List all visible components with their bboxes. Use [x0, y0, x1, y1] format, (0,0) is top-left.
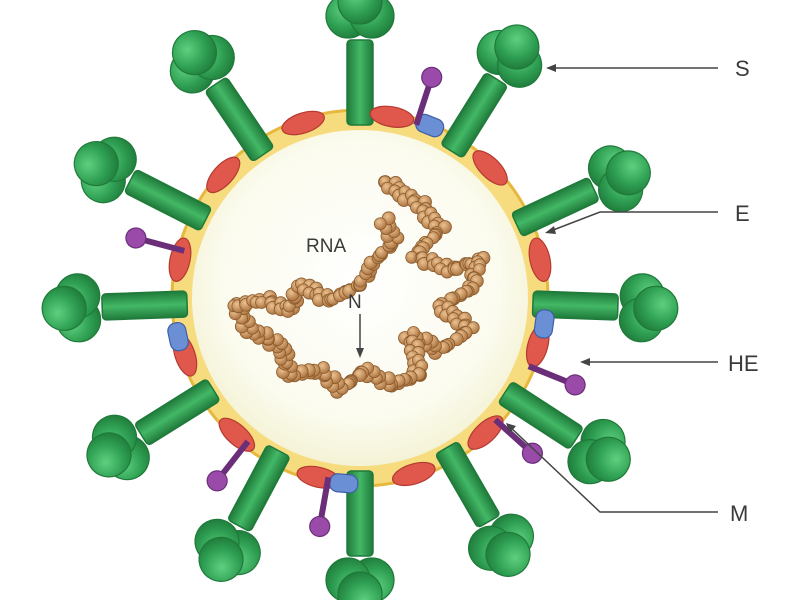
- spike-protein: [531, 273, 679, 343]
- spike-head: [485, 531, 531, 577]
- spike-stalk: [135, 379, 220, 445]
- spike-head: [605, 150, 651, 196]
- he-stalk: [493, 417, 530, 452]
- m-protein: [528, 237, 552, 282]
- he-stalk: [413, 82, 433, 126]
- spike-stalk: [441, 73, 507, 158]
- m-protein: [206, 156, 241, 194]
- he-protein: [206, 439, 251, 492]
- spike-head: [585, 436, 631, 482]
- spike-stalk: [531, 290, 619, 321]
- he-head: [125, 227, 147, 249]
- spike-proteins: [41, 0, 679, 600]
- m-protein: [467, 415, 504, 450]
- spike-protein: [441, 24, 543, 158]
- spike-head: [198, 536, 244, 582]
- spike-head: [86, 432, 132, 478]
- spike-protein: [435, 442, 534, 577]
- spike-protein: [73, 136, 212, 231]
- spike-head: [171, 30, 218, 76]
- he-head: [521, 442, 544, 464]
- e-protein: [329, 473, 359, 494]
- e-callout-arrowhead: [545, 226, 556, 234]
- e-label: E: [735, 201, 750, 226]
- e-callout-line: [547, 211, 718, 233]
- spike-protein: [498, 382, 631, 485]
- spike-protein: [169, 30, 274, 162]
- he-callout-arrowhead: [580, 358, 590, 366]
- rna-bead: [373, 217, 387, 231]
- n-label: N: [348, 292, 362, 313]
- he-protein: [527, 363, 586, 396]
- spike-stalk: [346, 39, 374, 126]
- spike-protein: [41, 273, 189, 343]
- membrane-proteins: [168, 105, 552, 489]
- s-callout-arrowhead: [546, 64, 556, 72]
- e-protein: [533, 309, 555, 339]
- he-protein: [309, 476, 332, 538]
- he-stalk: [317, 476, 332, 522]
- he-protein: [493, 417, 544, 464]
- s-label: S: [735, 56, 750, 81]
- spike-stalk: [124, 169, 212, 231]
- spike-head: [633, 285, 679, 331]
- spike-stalk: [498, 382, 583, 449]
- he-head: [564, 374, 586, 396]
- virus-interior: [192, 130, 528, 466]
- spike-protein: [511, 145, 651, 237]
- he-head: [309, 515, 331, 538]
- spike-protein: [194, 445, 290, 582]
- m-protein: [281, 110, 325, 136]
- e-protein: [167, 321, 189, 352]
- spike-protein: [325, 0, 395, 126]
- he-label: HE: [728, 351, 759, 376]
- envelope-proteins: [167, 113, 555, 494]
- spike-head: [337, 0, 383, 25]
- he-stalk: [140, 236, 185, 254]
- spike-protein: [86, 379, 220, 481]
- spike-head: [337, 571, 383, 600]
- he-stalk: [527, 363, 571, 386]
- m-protein: [369, 105, 415, 128]
- spike-head: [73, 141, 119, 187]
- spike-head: [41, 285, 87, 331]
- he-head: [206, 470, 228, 492]
- spike-stalk: [435, 442, 500, 528]
- he-proteins: [125, 66, 586, 538]
- m-callout-line: [507, 424, 718, 513]
- spike-stalk: [205, 77, 274, 162]
- rna-nucleocapsid-strand: [227, 175, 491, 399]
- rna-label: RNA: [306, 236, 346, 257]
- he-protein: [125, 227, 185, 254]
- he-protein: [413, 66, 443, 126]
- he-stalk: [218, 439, 251, 478]
- n-pointer-arrowhead: [356, 348, 364, 358]
- m-label: M: [730, 501, 748, 526]
- spike-stalk: [101, 290, 189, 321]
- m-callout-arrowhead: [506, 423, 516, 433]
- spike-stalk: [511, 177, 599, 237]
- spike-protein: [325, 470, 395, 600]
- spike-stalk: [228, 445, 290, 532]
- spike-head: [494, 24, 540, 70]
- he-head: [421, 66, 443, 88]
- m-protein: [472, 150, 508, 186]
- m-protein: [391, 461, 436, 487]
